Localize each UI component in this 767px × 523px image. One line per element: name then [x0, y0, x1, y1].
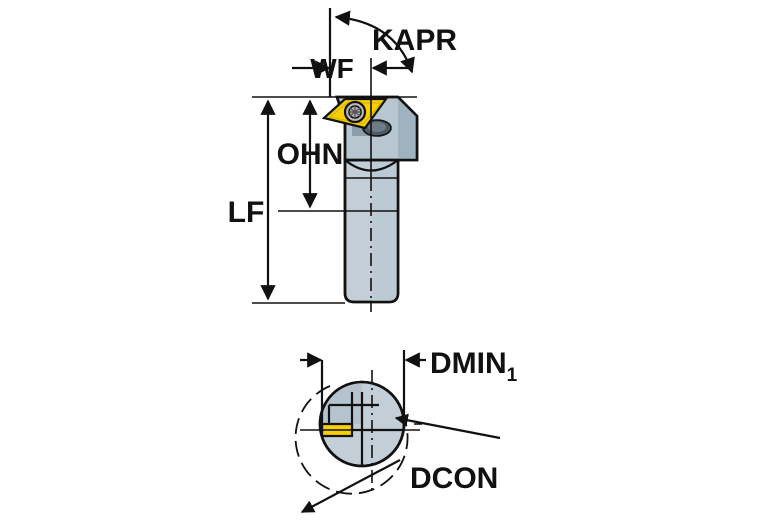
dmin-label-group: DMIN1 — [430, 347, 518, 386]
lf-label: LF — [228, 196, 265, 229]
dcon-label: DCON — [410, 462, 498, 495]
kapr-label: KAPR — [372, 24, 457, 57]
rotation-arc — [294, 385, 409, 495]
dcon-leader-lower — [300, 459, 401, 513]
insert-clamp-boss-inner — [368, 122, 386, 132]
wf-label: WF — [310, 53, 354, 84]
dmin-label: DMIN — [430, 347, 507, 380]
shank-outline — [343, 158, 400, 304]
side-view-group — [321, 95, 419, 312]
end-view-dimensions: DMIN1 DCON — [300, 347, 518, 513]
kapr-angle-arc — [334, 10, 415, 74]
ohn-label: OHN — [277, 138, 344, 171]
side-view-dimensions: WF KAPR LF OHN — [228, 8, 457, 304]
shank-shading — [372, 160, 398, 302]
end-view-group — [294, 370, 422, 495]
insert-screw-star — [349, 106, 361, 118]
dmin-subscript: 1 — [507, 365, 518, 386]
dcon-leader-upper — [394, 413, 501, 440]
